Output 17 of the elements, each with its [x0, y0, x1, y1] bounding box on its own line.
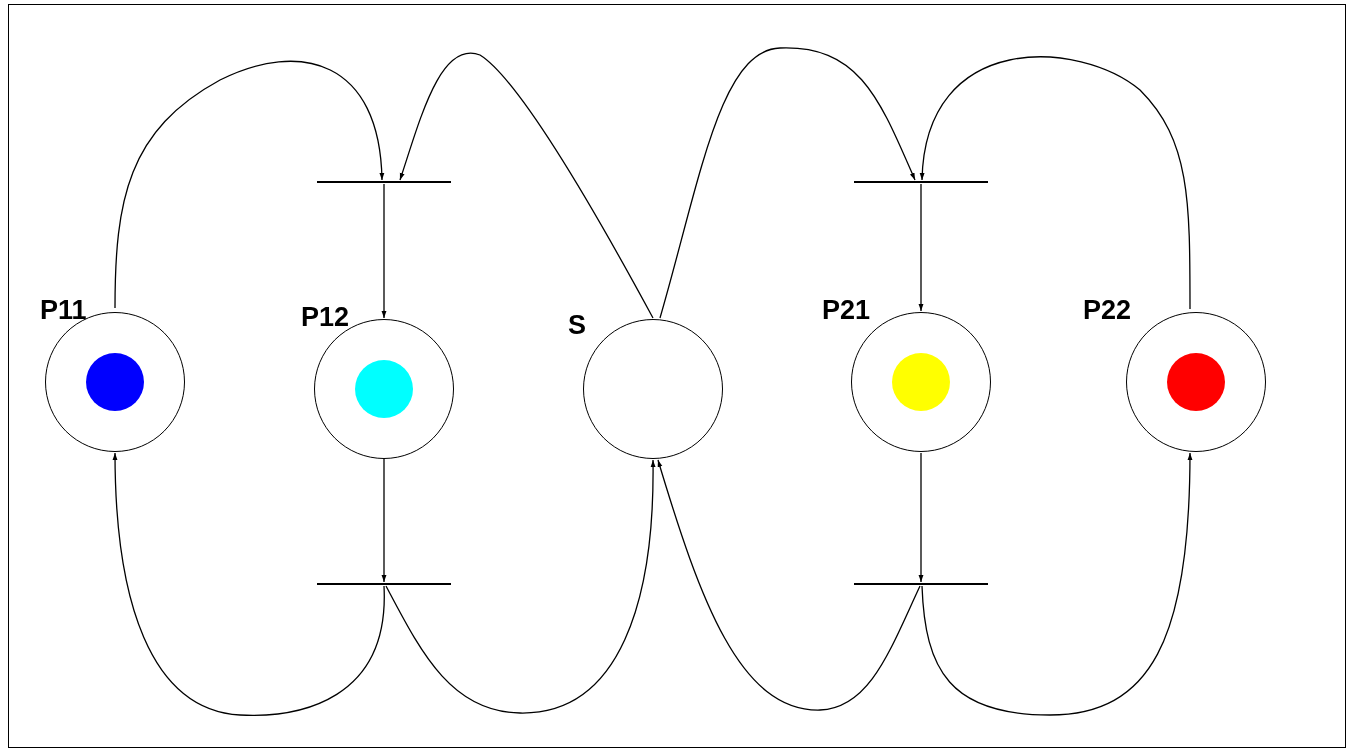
place-label: S [568, 312, 586, 339]
arc-arrow [385, 459, 656, 714]
place-label: P22 [1083, 297, 1132, 324]
arc-arrow [657, 459, 921, 711]
arc-arrow [918, 452, 924, 583]
arc-arrow [114, 60, 384, 309]
arc-arrow [921, 452, 1193, 716]
arc-arrow [112, 452, 385, 716]
arc-arrow [920, 56, 1191, 310]
arc-arrow [381, 183, 387, 319]
arc-arrow [918, 183, 924, 312]
place-label: P12 [301, 304, 350, 331]
arc-arrow [381, 458, 387, 583]
place-label: P11 [40, 297, 87, 324]
place-label: P21 [822, 297, 871, 324]
arc-arrow [659, 47, 916, 319]
arc-arrow [399, 52, 654, 319]
